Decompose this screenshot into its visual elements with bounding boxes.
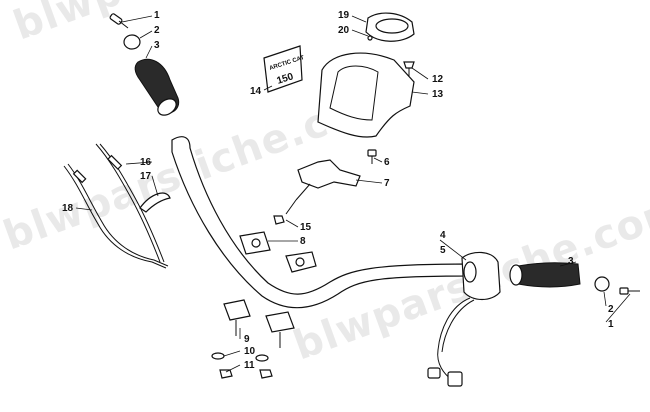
callout-14: 14 <box>250 86 262 97</box>
decal: ARCTIC CAT 150 <box>263 45 305 93</box>
brake-cable[interactable] <box>63 163 169 269</box>
callout-3-left: 3 <box>154 40 160 51</box>
mounting-bracket[interactable] <box>285 159 361 215</box>
right-hand-grip[interactable] <box>509 262 581 288</box>
callout-9: 9 <box>244 334 250 345</box>
callout-12: 12 <box>432 74 444 85</box>
grip-end-cap-right <box>594 276 610 292</box>
callout-3-right: 3 <box>568 256 574 267</box>
callout-1-right: 1 <box>608 319 614 330</box>
nut-2 <box>259 369 273 379</box>
lower-clamp-2[interactable] <box>265 311 295 348</box>
callout-2-left: 2 <box>154 25 160 36</box>
nut-1 <box>219 369 233 379</box>
callout-17: 17 <box>140 171 152 182</box>
left-hand-grip <box>134 58 180 116</box>
callout-13: 13 <box>432 89 444 100</box>
leader-lines <box>75 15 631 373</box>
switch-housing[interactable] <box>461 251 501 301</box>
grip-end-screw <box>109 13 129 29</box>
upper-clamp-2[interactable] <box>285 251 317 273</box>
callout-7: 7 <box>384 178 390 189</box>
callout-15: 15 <box>300 222 312 233</box>
bolt-6 <box>367 149 377 164</box>
callout-5: 5 <box>440 245 446 256</box>
switch-harness <box>427 297 475 387</box>
callout-8: 8 <box>300 236 306 247</box>
decal-code-text: 150 <box>276 71 296 87</box>
upper-clamp-1[interactable] <box>239 231 271 255</box>
callout-1-left: 1 <box>154 10 160 21</box>
callout-16: 16 <box>140 157 152 168</box>
callout-10: 10 <box>244 346 256 357</box>
callout-20: 20 <box>338 25 350 36</box>
callout-6: 6 <box>384 157 390 168</box>
callout-18: 18 <box>62 203 74 214</box>
handlebar[interactable] <box>171 136 469 309</box>
callouts: 1 2 3 19 20 12 14 13 16 17 18 6 7 15 8 4… <box>62 10 614 371</box>
callout-11: 11 <box>244 360 255 371</box>
lower-clamp-1[interactable] <box>223 299 251 336</box>
callout-4: 4 <box>440 230 446 241</box>
cable-clip[interactable] <box>139 192 171 213</box>
speedometer[interactable] <box>365 12 415 42</box>
left-grip-assembly[interactable] <box>109 13 180 118</box>
grip-end-screw-right <box>619 287 640 295</box>
watermark-text-1: blwparsfiche.com <box>8 0 412 49</box>
washer-1 <box>211 352 225 360</box>
callout-19: 19 <box>338 10 350 21</box>
callout-2-right: 2 <box>608 304 614 315</box>
throttle-cable[interactable] <box>95 143 165 263</box>
grip-end-cap <box>123 34 141 50</box>
handlebar-pod[interactable] <box>317 52 415 138</box>
nut-15 <box>273 215 285 225</box>
washer-2 <box>255 354 269 362</box>
